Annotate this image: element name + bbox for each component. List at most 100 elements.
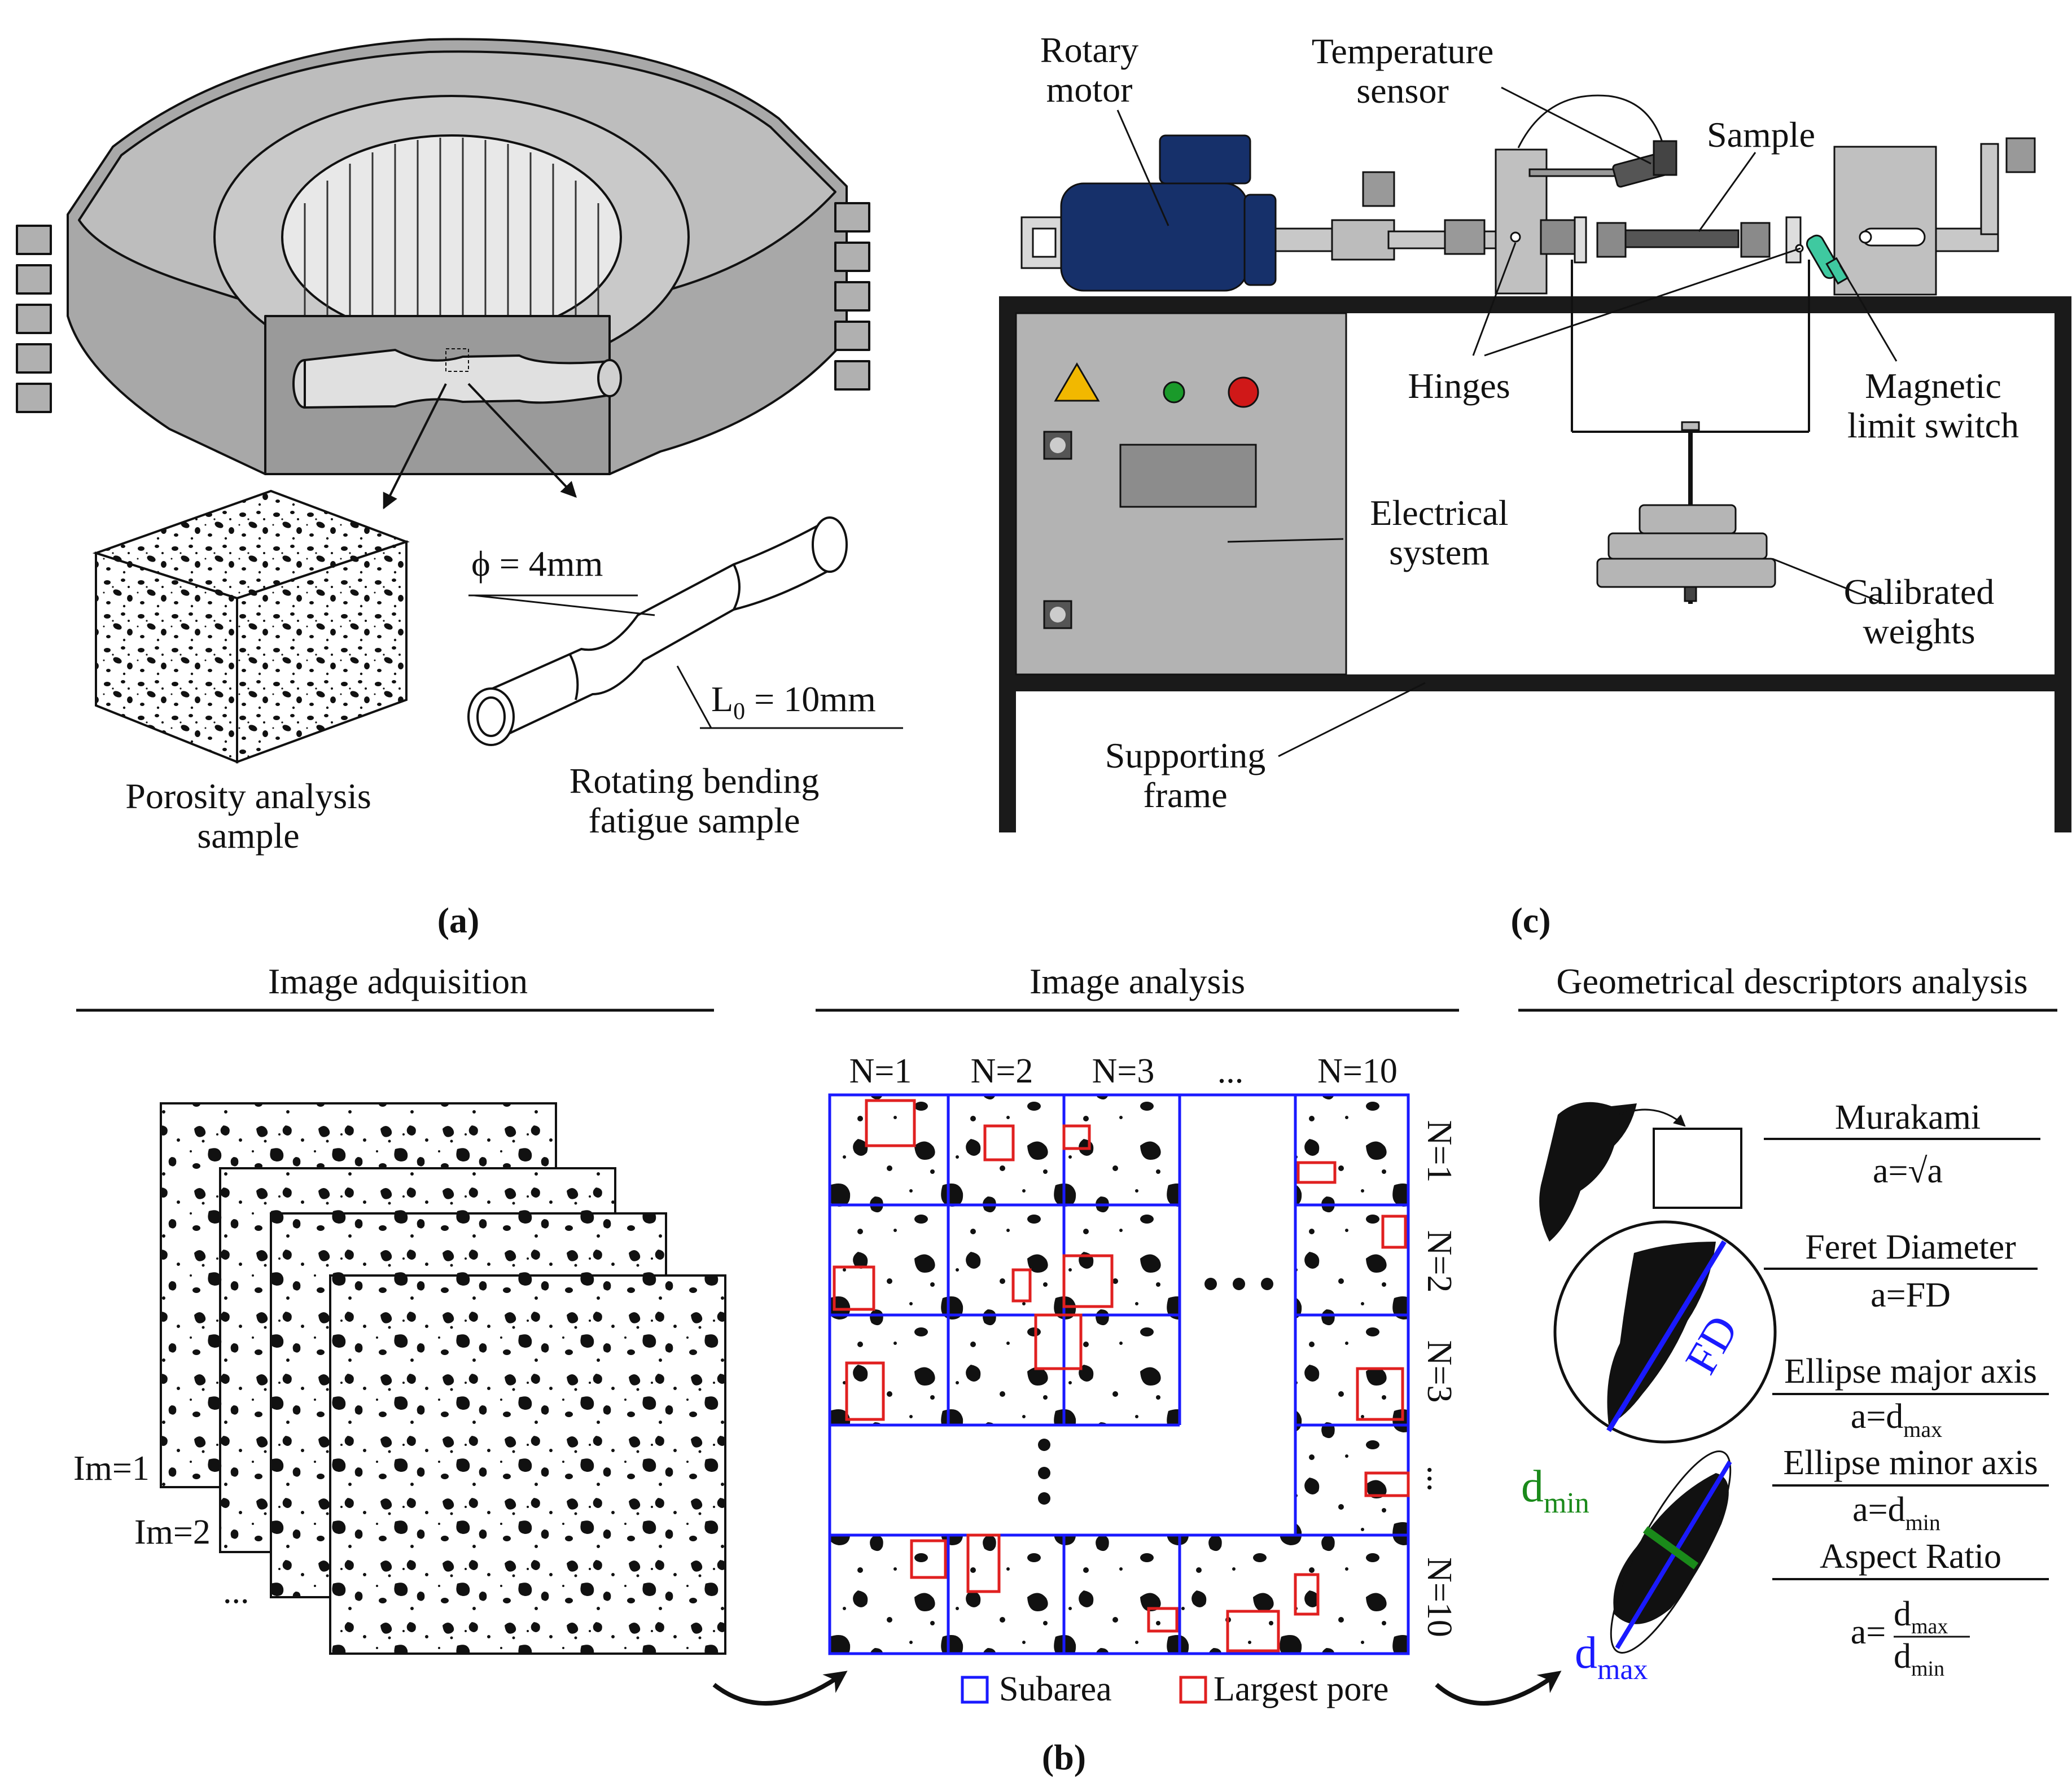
stack-image-4	[329, 1274, 726, 1655]
length-label-sub: 0	[733, 699, 745, 725]
section-acquisition-title: Image adquisition	[268, 961, 528, 1001]
magnetic-limit-switch-drawing	[1806, 234, 1849, 285]
row-label-4: ...	[1420, 1466, 1458, 1492]
diameter-label: ϕ = 4mm	[471, 543, 603, 584]
descriptor-formulas: Murakami a=√a Feret Diameter a=FD Ellips…	[1764, 1098, 2049, 1681]
row-label-5: N=10	[1420, 1557, 1458, 1637]
murakami-title: Murakami	[1835, 1098, 1981, 1137]
dmax-line	[1615, 1460, 1732, 1650]
flow-arrow-2	[1435, 1671, 1562, 1706]
panel-c: Rotary motor Temperature sensor Sample H…	[999, 30, 2071, 940]
section-analysis-title: Image analysis	[1030, 961, 1245, 1001]
panel-c-leaders	[1116, 86, 1898, 757]
row-label-2: N=2	[1420, 1230, 1458, 1293]
aspect-ratio-num: d	[1894, 1595, 1911, 1633]
descriptor-drawings: FD	[1539, 1102, 1777, 1654]
grid-ellipsis-horizontal-icon	[1204, 1278, 1273, 1290]
length-leader	[676, 665, 712, 729]
section-descriptors-title: Geometrical descriptors analysis	[1556, 961, 2027, 1001]
label-sample: Sample	[1707, 115, 1815, 155]
porosity-label-line1: Porosity analysis	[125, 776, 371, 816]
subarea-grid	[828, 1093, 1428, 1655]
hinge-far-icon	[1859, 230, 1872, 244]
caption-c: (c)	[1510, 900, 1550, 940]
row-label-3: N=3	[1420, 1340, 1458, 1403]
major-axis-formula-prefix: a=d	[1851, 1397, 1903, 1436]
im-label-3: ...	[223, 1572, 249, 1611]
feret-formula: a=FD	[1871, 1276, 1951, 1314]
cabinet-button-bottom-knob	[1050, 607, 1066, 623]
cabinet-button-top-knob	[1050, 437, 1066, 453]
col-label-1: N=1	[849, 1052, 912, 1090]
diameter-leader	[474, 594, 655, 616]
label-electrical-2: system	[1389, 532, 1490, 572]
murakami-pore-shape	[1539, 1102, 1637, 1242]
aspect-ratio-num-sub: max	[1911, 1615, 1948, 1638]
col-label-5: N=10	[1317, 1052, 1398, 1090]
mould-bore	[281, 134, 622, 340]
dmax-sub: max	[1597, 1654, 1648, 1686]
label-temp-sensor-1: Temperature	[1312, 31, 1493, 71]
im-label-2: Im=2	[134, 1513, 211, 1551]
col-label-3: N=3	[1092, 1052, 1155, 1090]
porosity-cube	[92, 489, 410, 764]
image-stack	[160, 1102, 726, 1655]
label-weights-1: Calibrated	[1844, 572, 1995, 612]
feret-title: Feret Diameter	[1805, 1228, 2016, 1266]
caption-a: (a)	[437, 900, 480, 940]
dmax-label: dmax	[1575, 1628, 1648, 1686]
rotary-motor-drawing	[1020, 134, 1277, 292]
im-label-1: Im=1	[73, 1449, 150, 1488]
temperature-sensor-drawing	[1517, 94, 1677, 188]
legend-largest-pore-swatch	[1179, 1676, 1207, 1704]
mould-drawing	[16, 38, 870, 475]
label-weights-2: weights	[1863, 611, 1975, 651]
mould-teeth-right	[834, 202, 870, 391]
feret-pore-shape	[1607, 1242, 1716, 1425]
label-frame-2: frame	[1143, 775, 1227, 815]
mould-teeth-left	[16, 225, 52, 413]
label-limit-switch-2: limit switch	[1847, 405, 2019, 445]
fatigue-sample-drawing	[467, 516, 848, 746]
largest-pore-boxes	[833, 1099, 1410, 1652]
minor-axis-formula-sub: min	[1905, 1510, 1940, 1535]
fatigue-label-line2: fatigue sample	[589, 800, 800, 840]
label-temp-sensor-2: sensor	[1356, 71, 1449, 111]
label-frame-1: Supporting	[1105, 735, 1265, 775]
aspect-ratio-denominator: dmin	[1894, 1637, 1944, 1681]
arrow-to-fatigue-sample	[467, 383, 577, 498]
panel-a: Porosity analysis sample ϕ = 4mm L0 = 10…	[16, 38, 903, 940]
length-label-suffix: = 10mm	[745, 679, 876, 719]
length-label-prefix: L	[711, 679, 733, 719]
panel-b: Image adquisition Image analysis Geometr…	[73, 961, 2057, 1777]
aspect-ratio-prefix: a=	[1851, 1613, 1886, 1651]
aspect-ratio-den: d	[1894, 1637, 1911, 1676]
flow-arrow-1	[712, 1671, 848, 1706]
supporting-frame	[999, 296, 2071, 832]
arrow-to-porosity-sample	[383, 383, 447, 510]
label-electrical-1: Electrical	[1370, 493, 1508, 533]
bore-ribs	[304, 138, 599, 339]
caption-b: (b)	[1042, 1737, 1086, 1777]
warning-icon	[1054, 362, 1100, 402]
murakami-formula: a=√a	[1873, 1152, 1943, 1190]
green-led-icon	[1163, 381, 1185, 404]
shaft-assembly	[1274, 137, 2036, 296]
label-rotary-motor-2: motor	[1046, 69, 1133, 109]
feret-diameter-line	[1606, 1240, 1727, 1432]
major-axis-title: Ellipse major axis	[1784, 1352, 2037, 1391]
minor-axis-formula-prefix: a=d	[1852, 1491, 1905, 1529]
label-rotary-motor-1: Rotary	[1040, 30, 1138, 70]
hinge-left-icon	[1510, 231, 1521, 243]
major-axis-formula-sub: max	[1903, 1417, 1942, 1442]
porosity-label-line2: sample	[197, 816, 299, 856]
col-label-4: ...	[1217, 1052, 1244, 1090]
legend-subarea-label: Subarea	[999, 1670, 1112, 1708]
minor-axis-formula: a=dmin	[1852, 1491, 1940, 1535]
red-led-icon	[1228, 376, 1259, 408]
aspect-ratio-den-sub: min	[1911, 1657, 1944, 1681]
label-limit-switch-1: Magnetic	[1865, 366, 2001, 406]
label-hinges: Hinges	[1408, 366, 1510, 406]
calibrated-weights-drawing	[1596, 421, 1776, 602]
